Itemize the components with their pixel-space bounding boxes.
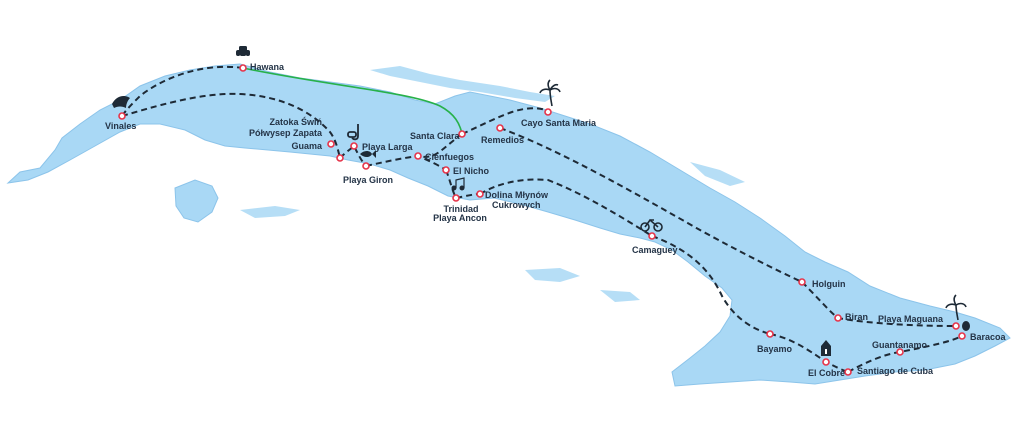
marker-biran xyxy=(834,314,842,322)
cuba-mainland xyxy=(6,63,1011,387)
marker-cienfuegos xyxy=(414,152,422,160)
label-el-cobre: El Cobre xyxy=(808,368,846,378)
snorkel-icon xyxy=(347,124,359,141)
label-camaguey: Camaguey xyxy=(632,245,678,255)
marker-santa-clara xyxy=(458,130,466,138)
marker-vinales xyxy=(118,112,126,120)
marker-guantanamo xyxy=(896,348,904,356)
label-dolina-2: Cukrowych xyxy=(492,200,541,210)
routes xyxy=(121,65,963,373)
label-remedios: Remedios xyxy=(481,135,525,145)
label-dolina-1: Dolina Młynów xyxy=(485,190,548,200)
label-playa-larga: Playa Larga xyxy=(362,142,413,152)
label-hawana: Hawana xyxy=(250,62,285,72)
marker-zatoka xyxy=(327,140,335,148)
marker-playa-giron xyxy=(362,162,370,170)
marker-playa-larga xyxy=(350,142,358,150)
keys-north xyxy=(370,66,555,102)
label-playa-ancon: Playa Ancon xyxy=(433,213,487,223)
label-guantanamo: Guantanamo xyxy=(872,340,928,350)
marker-el-cobre xyxy=(822,358,830,366)
keys-south xyxy=(240,206,640,302)
marker-bayamo xyxy=(766,330,774,338)
isla-de-la-juventud xyxy=(174,179,219,223)
label-playa-giron: Playa Giron xyxy=(343,175,394,185)
label-vinales: Vinales xyxy=(105,121,137,131)
label-santa-clara: Santa Clara xyxy=(410,131,460,141)
dolphin-icon xyxy=(112,96,130,108)
marker-playa-maguana xyxy=(952,322,960,330)
label-holguin: Holguin xyxy=(812,279,846,289)
markers xyxy=(118,64,966,376)
church-icon xyxy=(821,340,831,356)
marker-holguin xyxy=(798,278,806,286)
label-guama: Guama xyxy=(291,141,322,151)
marker-trinidad xyxy=(452,194,460,202)
label-baracoa: Baracoa xyxy=(970,332,1006,342)
fruit-icon xyxy=(962,321,970,331)
label-cienfuegos: Cienfuegos xyxy=(425,152,475,162)
marker-remedios xyxy=(496,124,504,132)
music-icon xyxy=(451,177,465,191)
marker-santiago xyxy=(844,368,852,376)
label-santiago: Santiago de Cuba xyxy=(857,366,934,376)
label-biran: Biran xyxy=(845,312,869,322)
car-icon xyxy=(236,46,250,59)
marker-baracoa xyxy=(958,332,966,340)
marker-el-nicho xyxy=(442,166,450,174)
fish-icon xyxy=(360,150,376,158)
label-zapata: Półwysep Zapata xyxy=(248,128,322,138)
marker-camaguey xyxy=(648,232,656,240)
marker-dolina xyxy=(476,190,484,198)
palm-icon xyxy=(539,79,561,107)
marker-hawana xyxy=(239,64,247,72)
marker-cayo xyxy=(544,108,552,116)
air-route-hawana-santa-clara xyxy=(242,67,463,135)
label-playa-maguana: Playa Maguana xyxy=(878,314,944,324)
bicycle-icon xyxy=(640,218,663,232)
marker-guama xyxy=(336,154,344,162)
palm-icon xyxy=(945,294,967,321)
label-trinidad: Trinidad xyxy=(443,204,479,214)
keys-east xyxy=(690,162,745,186)
label-bayamo: Bayamo xyxy=(757,344,793,354)
label-zatoka: Zatoka Świń xyxy=(269,117,322,127)
label-el-nicho: El Nicho xyxy=(453,166,490,176)
label-cayo: Cayo Santa Maria xyxy=(521,118,597,128)
